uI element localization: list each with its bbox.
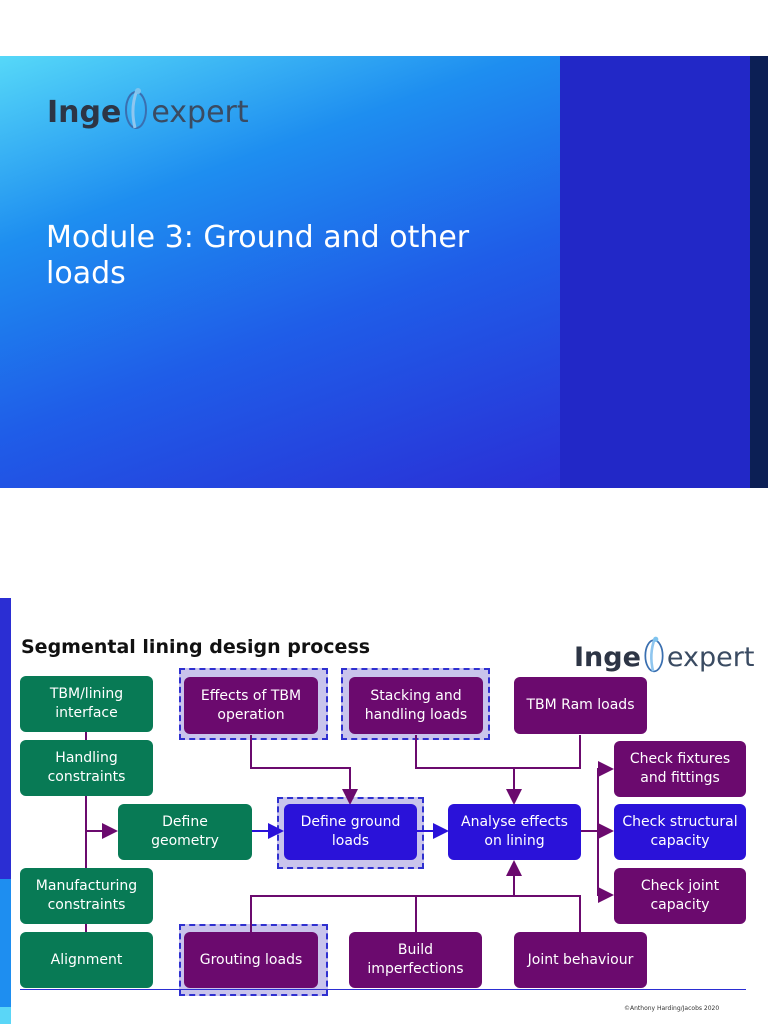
gradient-background [0, 56, 560, 488]
slide-title: Segmental lining design process [21, 636, 371, 658]
logo-mark-icon [641, 634, 667, 681]
copyright-credit: ©Anthony Harding/Jacobs 2020 [624, 1005, 720, 1012]
accent-bar [0, 598, 11, 1024]
box-check-structural-capacity: Check structural capacity [614, 804, 746, 860]
footer-rule [20, 989, 746, 990]
box-handling-constraints: Handling constraints [20, 740, 153, 796]
side-edge [750, 56, 768, 488]
box-check-fixtures: Check fixtures and fittings [614, 741, 746, 797]
box-effects-of-tbm-operation: Effects of TBM operation [184, 677, 318, 734]
box-stacking-handling-loads: Stacking and handling loads [349, 677, 483, 734]
box-build-imperfections: Build imperfections [349, 932, 482, 988]
side-panel [560, 56, 750, 488]
logo-text-right: expert [151, 94, 249, 130]
ingexpert-logo: Inge expert [47, 86, 249, 138]
box-tbm-ram-loads: TBM Ram loads [514, 677, 647, 734]
title-slide: Inge expert Module 3: Ground and other l… [0, 56, 768, 488]
flow-connectors [85, 732, 614, 933]
ingexpert-logo: Inge expert [574, 634, 754, 681]
box-manufacturing-constraints: Manufacturing constraints [20, 868, 153, 924]
box-alignment: Alignment [20, 932, 153, 988]
box-define-ground-loads: Define ground loads [284, 804, 417, 860]
logo-text-right: expert [666, 642, 755, 673]
process-slide: Segmental lining design process Inge exp… [0, 598, 768, 1024]
box-joint-behaviour: Joint behaviour [514, 932, 647, 988]
logo-text-left: Inge [574, 642, 641, 673]
logo-mark-icon [121, 86, 151, 138]
logo-text-left: Inge [47, 94, 122, 130]
box-define-geometry: Define geometry [118, 804, 252, 860]
box-check-joint-capacity: Check joint capacity [614, 868, 746, 924]
box-grouting-loads: Grouting loads [184, 932, 318, 988]
box-tbm-lining-interface: TBM/lining interface [20, 676, 153, 732]
module-title: Module 3: Ground and other loads [46, 220, 470, 291]
box-analyse-effects: Analyse effects on lining [448, 804, 581, 860]
